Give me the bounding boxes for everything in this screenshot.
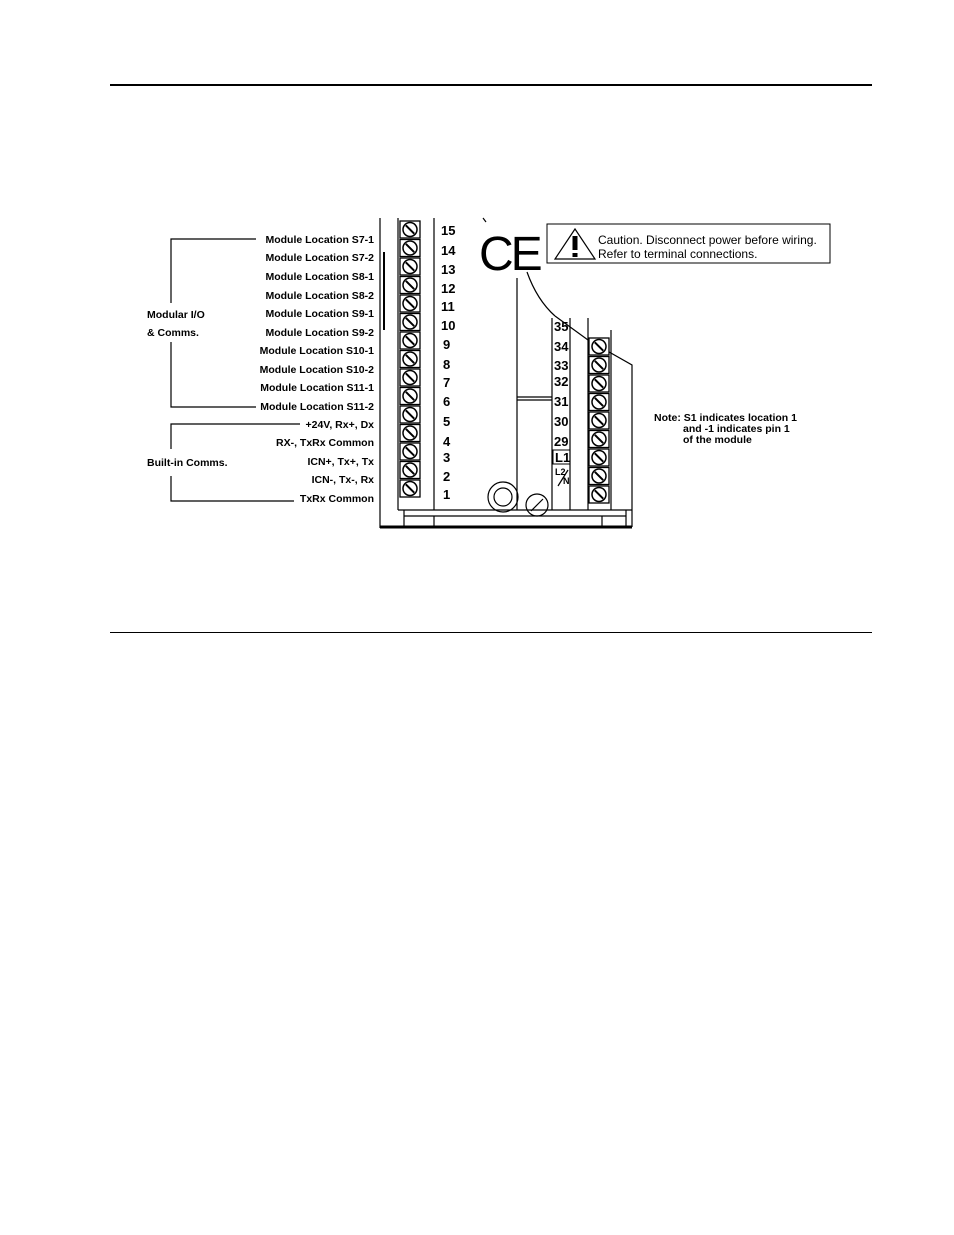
module-label-s8-1: Module Location S8-1 — [265, 271, 374, 283]
screw-slot — [405, 428, 415, 438]
comms-label-pin2: ICN-, Tx-, Rx — [312, 474, 375, 486]
terminal-35: 35 — [554, 319, 568, 334]
terminal-5: 5 — [443, 414, 450, 429]
comms-label-pin1: TxRx Common — [300, 493, 374, 505]
terminal-n: N — [563, 476, 570, 486]
module-label-s11-1: Module Location S11-1 — [260, 382, 374, 394]
comms-label-pin3: ICN+, Tx+, Tx — [307, 456, 374, 468]
screw-slot — [405, 224, 415, 235]
terminal-12: 12 — [441, 281, 455, 296]
screw-slot — [405, 409, 415, 420]
right-screw-column — [588, 337, 610, 504]
module-label-s10-1: Module Location S10-1 — [260, 345, 375, 357]
module-label-s9-2: Module Location S9-2 — [265, 327, 374, 339]
screw-slot — [594, 471, 604, 481]
terminal-4: 4 — [443, 434, 451, 449]
note-line-3: of the module — [683, 434, 752, 446]
terminal-34: 34 — [554, 339, 569, 354]
terminal-15: 15 — [441, 223, 455, 238]
group-brackets — [170, 238, 300, 502]
terminal-7: 7 — [443, 375, 450, 390]
terminal-30: 30 — [554, 414, 568, 429]
screw-slot — [405, 483, 415, 494]
left-screw-column — [399, 220, 421, 498]
terminal-2: 2 — [443, 469, 450, 484]
screw-slot — [405, 446, 415, 457]
terminal-1: 1 — [443, 487, 450, 502]
right-terminal-block — [551, 315, 633, 527]
module-label-s10-2: Module Location S10-2 — [260, 364, 375, 376]
screw-slot — [405, 354, 415, 364]
screw-slot — [594, 378, 604, 389]
left-terminal-block — [379, 218, 435, 528]
screw-slot — [594, 434, 604, 444]
wiring-diagram: Module Location S7-1 Module Location S7-… — [147, 217, 831, 529]
module-label-s7-2: Module Location S7-2 — [265, 252, 374, 264]
module-label-s11-2: Module Location S11-2 — [260, 401, 374, 413]
screw-slot — [405, 391, 415, 401]
comms-label-pin4: RX-, TxRx Common — [276, 437, 374, 449]
screw-slot — [594, 341, 604, 352]
note-line-1: Note: S1 indicates location 1 — [654, 412, 797, 424]
header-rule — [110, 84, 872, 86]
terminal-32: 32 — [554, 374, 568, 389]
right-terminal-numbers: 35 34 33 32 31 30 29 L1 L2 N — [552, 319, 571, 487]
fuse-holder-icon — [487, 481, 519, 513]
screw-slot — [405, 298, 415, 309]
note-line-2: and -1 indicates pin 1 — [683, 423, 790, 435]
comms-label-pin5: +24V, Rx+, Dx — [306, 419, 375, 431]
footer-rule — [110, 632, 872, 633]
group-label-modular: Modular I/O — [147, 309, 205, 321]
terminal-29: 29 — [554, 434, 568, 449]
terminal-31: 31 — [554, 394, 568, 409]
module-label-s8-2: Module Location S8-2 — [265, 290, 374, 302]
terminal-33: 33 — [554, 358, 568, 373]
group-label-builtin: Built-in Comms. — [147, 457, 228, 469]
screw-slot — [594, 397, 604, 407]
terminal-l2: L2 — [555, 467, 566, 477]
terminal-11: 11 — [441, 299, 455, 314]
terminal-6: 6 — [443, 394, 450, 409]
module-label-s7-1: Module Location S7-1 — [265, 234, 374, 246]
screw-slot — [405, 317, 415, 327]
terminal-8: 8 — [443, 357, 450, 372]
screw-slot — [405, 335, 415, 346]
note-block: Note: S1 indicates location 1 and -1 ind… — [654, 412, 797, 446]
caution-line-2: Refer to terminal connections. — [598, 247, 757, 261]
unit-base — [380, 509, 632, 529]
caution-line-1: Caution. Disconnect power before wiring. — [598, 233, 817, 247]
terminal-3: 3 — [443, 450, 450, 465]
left-terminal-numbers: 15 14 13 12 11 10 9 8 7 6 5 4 3 2 1 — [441, 223, 456, 502]
terminal-9: 9 — [443, 337, 450, 352]
screw-slot — [405, 243, 415, 253]
screw-slot — [594, 415, 604, 426]
center-housing — [482, 217, 556, 517]
comms-label-group: +24V, Rx+, Dx RX-, TxRx Common ICN+, Tx+… — [276, 419, 374, 505]
module-label-s9-1: Module Location S9-1 — [265, 308, 374, 320]
screw-slot — [594, 452, 604, 463]
screw-slot — [405, 280, 415, 290]
group-label-modular-2: & Comms. — [147, 327, 199, 339]
screw-slot — [405, 261, 415, 272]
terminal-l1: L1 — [555, 450, 570, 465]
screw-slot — [405, 465, 415, 475]
module-label-group: Module Location S7-1 Module Location S7-… — [260, 234, 375, 413]
terminal-14: 14 — [441, 243, 456, 258]
terminal-13: 13 — [441, 262, 455, 277]
ground-screw-icon — [525, 493, 549, 517]
terminal-10: 10 — [441, 318, 455, 333]
screw-slot — [594, 360, 604, 370]
caution-box: Caution. Disconnect power before wiring.… — [546, 223, 831, 264]
ce-mark: CE — [479, 228, 541, 281]
screw-slot — [594, 489, 604, 500]
screw-slot — [405, 372, 415, 383]
